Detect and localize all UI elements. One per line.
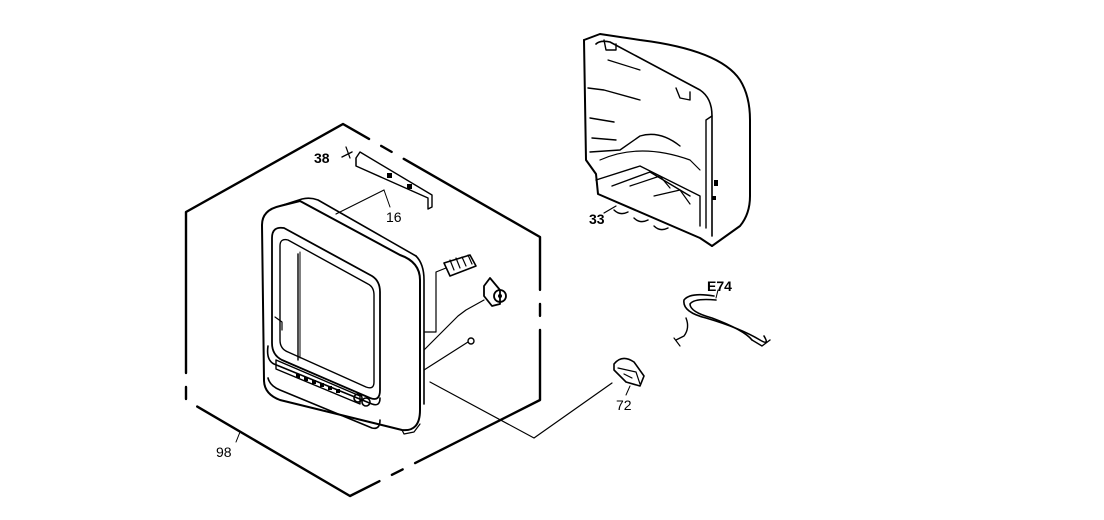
part-38-screw xyxy=(341,146,353,159)
label-leaders xyxy=(235,431,241,443)
label-part-33: 33 xyxy=(589,211,605,227)
assembly-98-boundary xyxy=(184,122,542,498)
speaker-jack xyxy=(483,277,507,307)
label-part-98: 98 xyxy=(216,444,232,460)
label-part-16: 16 xyxy=(386,209,402,225)
part-labels: 38 16 33 E74 72 98 xyxy=(216,150,732,460)
small-screw xyxy=(467,337,475,345)
label-part-e74: E74 xyxy=(707,278,732,294)
leader-lines xyxy=(335,189,613,439)
label-part-72: 72 xyxy=(616,397,632,413)
tv-front-cabinet xyxy=(261,197,425,435)
connector-block xyxy=(443,254,477,277)
label-part-38: 38 xyxy=(314,150,330,166)
part-e74-power-cord xyxy=(673,289,771,347)
vcr-control-buttons xyxy=(296,374,340,393)
part-16-bracket xyxy=(355,151,433,210)
part-33-rear-cabinet xyxy=(583,33,751,247)
part-72 xyxy=(613,357,645,396)
